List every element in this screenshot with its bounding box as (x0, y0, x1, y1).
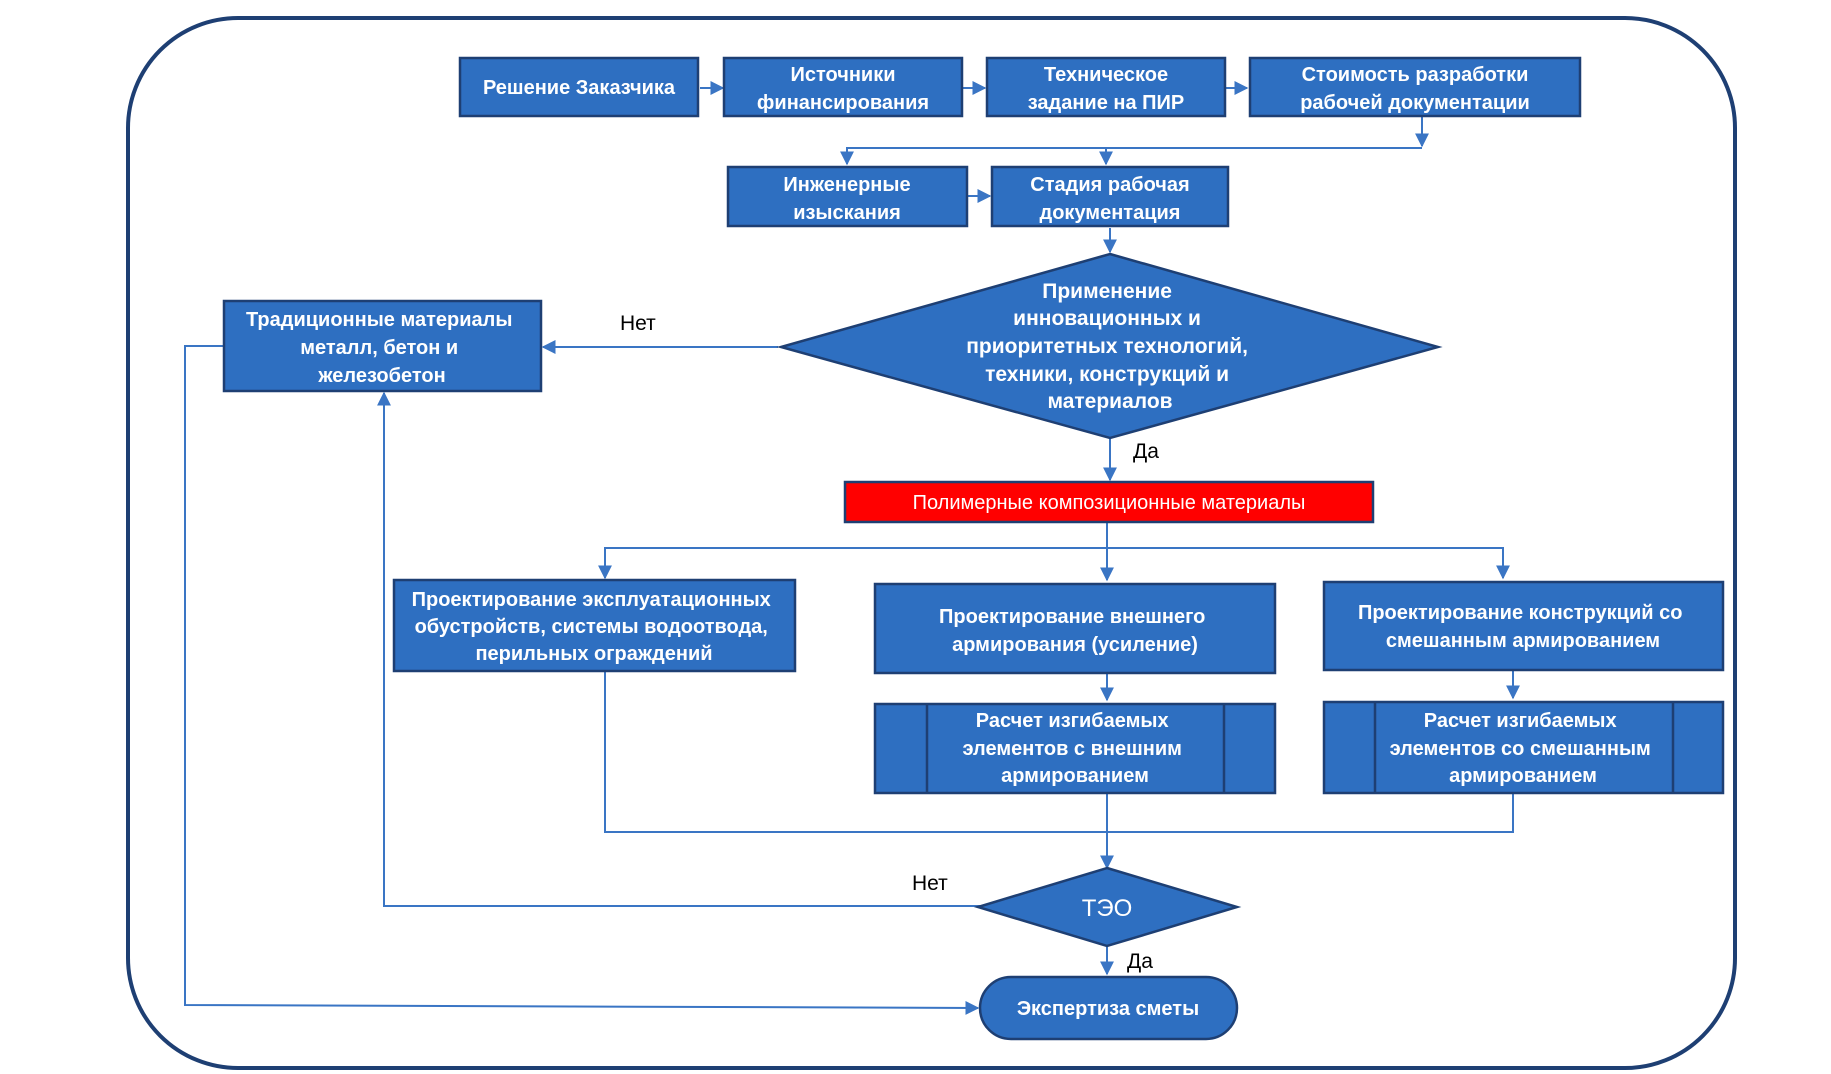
node-design-external: Проектирование внешнего армирования (уси… (873, 582, 1277, 675)
svg-text:Экспертиза сметы: Экспертиза сметы (1017, 998, 1199, 1020)
node-estimate-expertise: Экспертиза сметы (978, 975, 1239, 1041)
node-traditional-materials: Традиционные материалы металл, бетон и ж… (222, 299, 543, 393)
svg-text:Расчет изгибаемых элемен: Расчет изгибаемых элементов с внешним ар… (962, 710, 1187, 787)
svg-text:Расчет изгибаемых элемен: Расчет изгибаемых элементов со смешанным… (1390, 710, 1657, 787)
node-design-operational: Проектирование эксплуатационных обустрой… (392, 578, 797, 673)
edge-label-no-bottom: Нет (912, 872, 948, 895)
node-polymer-materials: Полимерные композиционные материалы (843, 480, 1375, 524)
svg-text:Традиционные материалы м: Традиционные материалы металл, бетон и ж… (246, 309, 518, 387)
edge-label-yes-top: Да (1133, 440, 1159, 463)
node-calc-mixed: Расчет изгибаемых элементов со смешанным… (1322, 700, 1725, 795)
svg-text:Проектирование эксплуатационны: Проектирование эксплуатационных обустрой… (412, 589, 777, 665)
outer-frame (126, 16, 1737, 1070)
node-innovation-decision: Применение инновационных и приоритетных … (776, 252, 1443, 440)
node-design-mixed: Проектирование конструкций со смешанным … (1322, 580, 1725, 672)
edge-label-yes-bottom: Да (1127, 950, 1153, 973)
edge-label-no-top: Нет (620, 312, 656, 335)
connectors (184, 81, 1520, 1015)
svg-text:Полимерные композиционные мате: Полимерные композиционные материалы (913, 492, 1306, 514)
svg-text:Решение Заказчика: Решение Заказчика (483, 77, 676, 99)
svg-text:ТЭО: ТЭО (1082, 895, 1133, 922)
node-calc-external: Расчет изгибаемых элементов с внешним ар… (873, 702, 1277, 795)
svg-text:Применение инновационных: Применение инновационных и приоритетных … (966, 280, 1254, 413)
node-teo-decision: ТЭО (973, 866, 1242, 948)
node-customer-decision: Решение Заказчика (458, 56, 700, 118)
svg-text:Проектирование внешнего: Проектирование внешнего армирования (уси… (939, 606, 1211, 656)
svg-text:Проектирование конструкций со: Проектирование конструкций со смешанным … (1358, 602, 1688, 652)
